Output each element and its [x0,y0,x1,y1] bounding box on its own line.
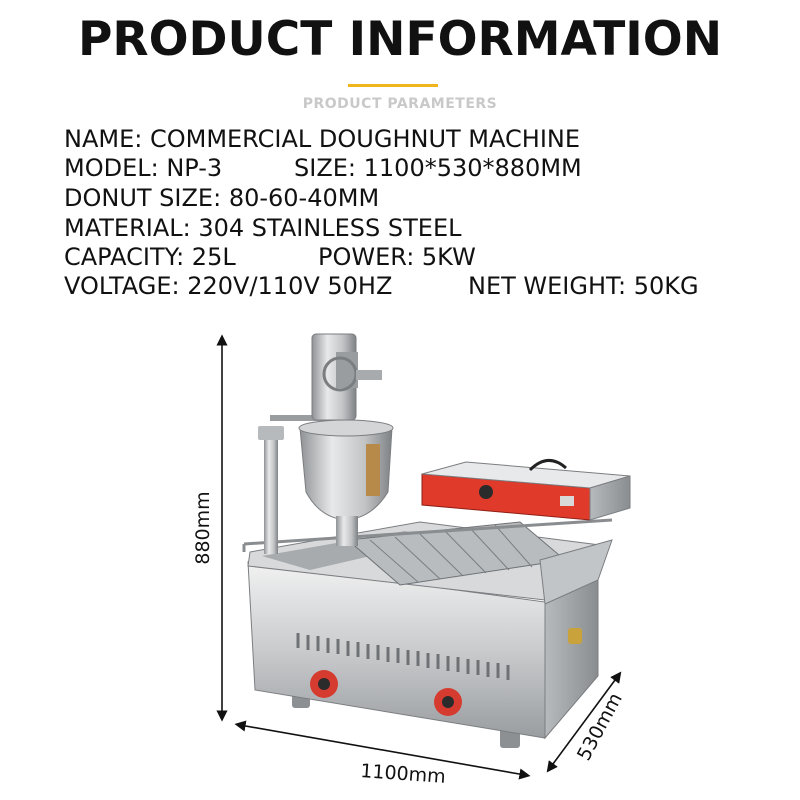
spec-voltage: VOLTAGE: 220V/110V 50HZ [64,272,393,300]
spec-power: POWER: 5KW [318,243,476,271]
width-dimension: 1100mm [234,720,531,788]
spec-donut-size: DONUT SIZE: 80-60-40MM [64,184,380,212]
spec-name: NAME: COMMERCIAL DOUGHNUT MACHINE [64,125,581,153]
title-underline [348,84,438,87]
page-subtitle: PRODUCT PARAMETERS [302,96,498,112]
spec-size: SIZE: 1100*530*880MM [294,154,582,182]
spec-net-weight: NET WEIGHT: 50KG [468,272,699,300]
spec-row-voltage-weight: VOLTAGE: 220V/110V 50HZ NET WEIGHT: 50KG [64,271,699,301]
page-title: PRODUCT INFORMATION [77,12,723,67]
width-label: 1100mm [360,760,447,788]
spec-material: MATERIAL: 304 STAINLESS STEEL [64,214,462,242]
height-dimension: 880mm [192,334,228,722]
product-figure: 880mm 1100mm 530mm [192,333,631,788]
height-label: 880mm [192,491,214,564]
doughnut-machine-image [242,333,631,748]
spec-row-model-size: MODEL: NP-3 SIZE: 1100*530*880MM [64,153,582,183]
spec-model: MODEL: NP-3 [64,154,223,182]
spec-capacity: CAPACITY: 25L [64,243,236,271]
spec-row-capacity-power: CAPACITY: 25L POWER: 5KW [64,242,476,272]
